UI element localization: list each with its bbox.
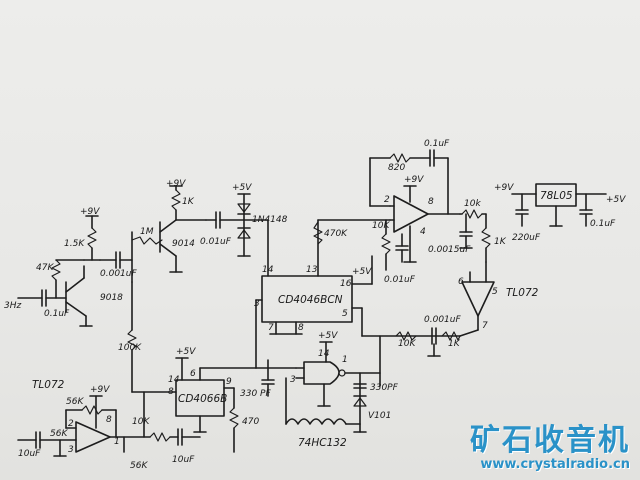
label-r-56k-b: 56K	[50, 429, 68, 439]
label-pin1: 1	[342, 355, 348, 365]
label-pin3: 3	[254, 299, 260, 309]
cd4066-chip	[175, 357, 297, 453]
label-78l05: 78L05	[540, 190, 573, 202]
label-pin14c: 14	[318, 349, 330, 359]
label-v-p9-reg: +9V	[494, 183, 514, 193]
label-r-820: 820	[388, 163, 405, 173]
label-pin5b: 5	[492, 287, 498, 297]
label-r-56k-c: 56K	[130, 461, 148, 471]
label-pin14a: 14	[262, 265, 274, 275]
input-stage	[17, 185, 269, 393]
label-v-p9-op: +9V	[404, 175, 424, 185]
label-v-p5-4066: +5V	[176, 347, 196, 357]
label-hc132: 74HC132	[298, 437, 347, 449]
label-r-100k: 100K	[118, 343, 142, 353]
watermark: 矿石收音机 www.crystalradio.cn	[470, 423, 630, 473]
top-opamp	[369, 149, 491, 271]
label-pin8b: 8	[298, 323, 304, 333]
label-v-p5-reg: +5V	[606, 195, 626, 205]
label-r-10k-b: 10k	[464, 199, 481, 209]
label-pin8d: 8	[106, 415, 112, 425]
label-c-10-out: 10uF	[172, 455, 195, 465]
label-c-001-d: 0.01uF	[200, 237, 232, 247]
label-r-1k-c: 1K	[448, 339, 461, 349]
label-v-p9-tl: +9V	[90, 385, 110, 395]
label-c-001-op: 0.01uF	[384, 275, 416, 285]
label-c-01-in: 0.1uF	[44, 309, 70, 319]
label-v-p5-132: +5V	[318, 331, 338, 341]
label-pin7b: 7	[482, 321, 488, 331]
cd4046-chip	[255, 219, 461, 369]
right-opamp	[459, 261, 495, 337]
label-c-330: 330 PF	[240, 389, 271, 399]
label-pin2b: 2	[68, 419, 74, 429]
label-c-10-in: 10uF	[18, 449, 41, 459]
label-pin13: 13	[306, 265, 318, 275]
label-c-01-top: 0.1uF	[424, 139, 450, 149]
label-cd4046: CD4046BCN	[278, 294, 343, 306]
label-r-56k-a: 56K	[66, 397, 84, 407]
label-q2: 9014	[172, 239, 195, 249]
label-tl072-left: TL072	[32, 379, 65, 391]
label-r-10k-c: 10K	[398, 339, 416, 349]
bottom-opamp	[17, 391, 201, 457]
label-r-10k-a: 10K	[372, 221, 390, 231]
label-v-p5-d: +5V	[232, 183, 252, 193]
label-pin6b: 6	[458, 277, 464, 287]
label-c-0001-r: 0.001uF	[424, 315, 461, 325]
label-r-47k: 47K	[36, 263, 54, 273]
label-pin5: 5	[342, 309, 348, 319]
label-v-p9-b: +9V	[166, 179, 186, 189]
label-c-330b: 330PF	[370, 383, 399, 393]
label-r-1k-r: 1K	[494, 237, 507, 247]
label-pin6: 6	[190, 369, 196, 379]
label-pin7: 7	[268, 323, 274, 333]
label-cd4066: CD4066B	[178, 393, 227, 405]
label-r-1k-q: 1K	[182, 197, 195, 207]
label-tl072-top: TL072	[506, 287, 539, 299]
label-v-p9-q: +9V	[80, 207, 100, 217]
label-r-1k5: 1.5K	[64, 239, 85, 249]
label-pin8: 8	[428, 197, 434, 207]
label-pin14b: 14	[168, 375, 180, 385]
label-pin8c: 8	[168, 387, 174, 397]
label-input: 3Hz	[4, 301, 21, 311]
label-c-220: 220uF	[512, 233, 541, 243]
regulator	[511, 183, 607, 227]
label-pin3b: 3	[290, 375, 296, 385]
label-c-0001-q: 0.001uF	[100, 269, 137, 279]
label-pin16: 16	[340, 279, 352, 289]
label-c-0015: 0.0015uF	[428, 245, 471, 255]
label-r-1m: 1M	[140, 227, 154, 237]
hc132-gate	[261, 341, 381, 433]
label-q1: 9018	[100, 293, 123, 303]
label-c-01-reg: 0.1uF	[590, 219, 616, 229]
label-r-470k: 470K	[324, 229, 348, 239]
label-1n4148: 1N4148	[252, 215, 288, 225]
rc-network	[379, 327, 461, 387]
label-pin2: 2	[384, 195, 390, 205]
label-pin4: 4	[420, 227, 426, 237]
label-pin3c: 3	[68, 445, 74, 455]
watermark-title: 矿石收音机	[470, 423, 630, 458]
label-v-p5-4046: +5V	[352, 267, 372, 277]
watermark-url: www.crystalradio.cn	[480, 457, 630, 472]
labels: +9V +9V +5V +9V +9V +5V +5V +5V +5V +9V …	[4, 139, 626, 471]
label-v101: V101	[368, 411, 391, 421]
label-pin9: 9	[226, 377, 232, 387]
label-r-470: 470	[242, 417, 259, 427]
label-pin1b: 1	[114, 437, 120, 447]
label-r-10k-d: 10K	[132, 417, 150, 427]
